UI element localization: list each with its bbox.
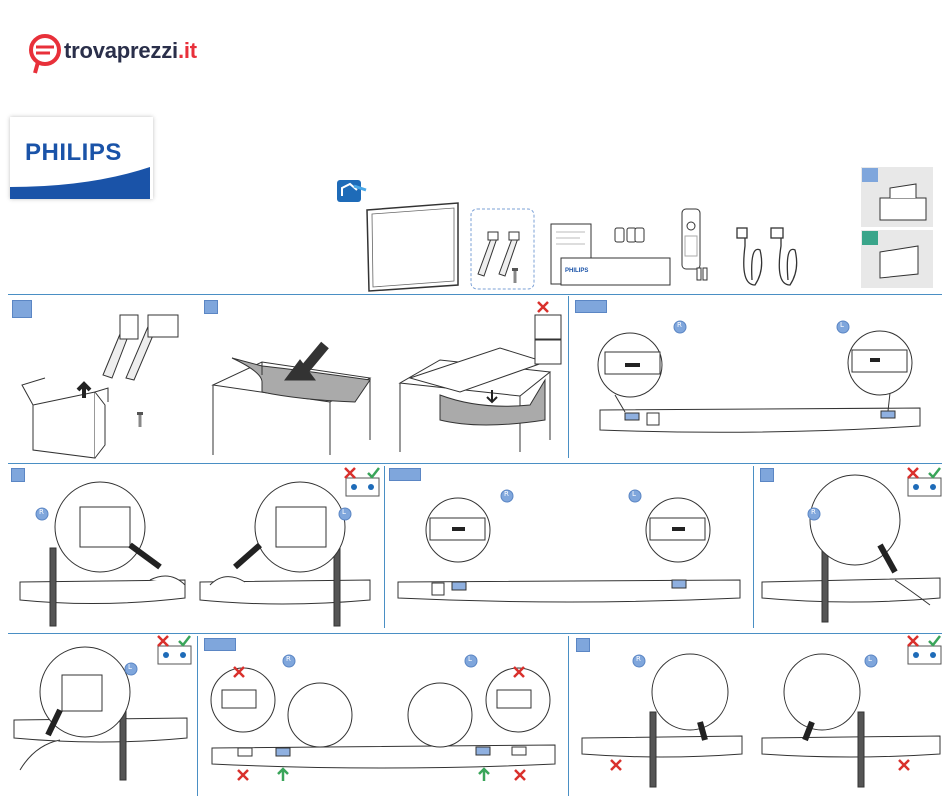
step3-tv-back <box>598 331 920 432</box>
open-box-icon <box>337 180 366 202</box>
wall-mount-reference <box>861 167 933 288</box>
step1-unbox <box>22 315 178 458</box>
callout-right-label: R <box>504 490 509 498</box>
cable-clips-item <box>615 228 644 242</box>
step4-attach-right <box>20 482 185 626</box>
svg-text:PHILIPS: PHILIPS <box>565 268 588 274</box>
step8-attach-right <box>582 654 742 787</box>
callout-left-label: L <box>468 655 472 663</box>
callout-right-label: R <box>811 508 816 516</box>
callout-right-label: R <box>39 508 44 516</box>
step8-attach-left <box>762 654 940 787</box>
callout-left-label: L <box>868 655 872 663</box>
step8-check-icons <box>908 636 941 664</box>
manuals-item: PHILIPS <box>551 224 670 285</box>
callout-right-label: R <box>677 321 682 329</box>
power-cables-item <box>737 228 797 285</box>
step4-check-icons <box>345 468 379 496</box>
step2-warning-icons <box>535 302 561 364</box>
step6b-check-icons <box>158 636 191 664</box>
remote-control-item <box>682 209 707 280</box>
step6-check-icons <box>908 468 941 496</box>
step4-attach-left <box>200 482 370 626</box>
stand-feet-item <box>471 209 534 289</box>
callout-right-label: R <box>636 655 641 663</box>
callout-left-label: L <box>840 321 844 329</box>
tv-panel-item <box>367 203 458 291</box>
step7-remove-check <box>211 667 555 781</box>
callout-right-label: R <box>286 655 291 663</box>
step6-attach-right <box>762 475 940 622</box>
callout-left-label: L <box>632 490 636 498</box>
step6-attach-left <box>14 647 187 780</box>
callout-left-label: L <box>342 508 346 516</box>
callout-left-label: L <box>128 663 132 671</box>
step2-protect-surface <box>213 345 550 455</box>
step5-tv-back <box>398 498 740 602</box>
